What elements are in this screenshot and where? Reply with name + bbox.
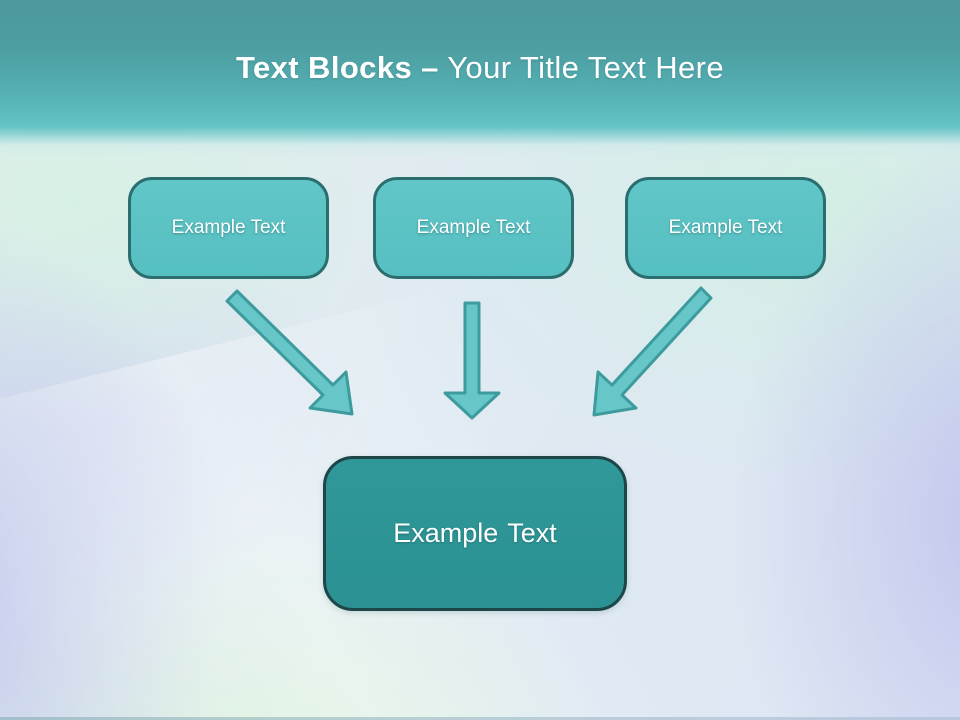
arrow-down-icon	[443, 301, 501, 420]
arrow-down-left-icon	[592, 286, 713, 417]
page-title-regular-segment: Your Title Text Here	[438, 50, 725, 85]
bottom-edge-strip	[0, 717, 960, 720]
result-text-block: Example Text	[323, 456, 627, 611]
text-block-2: Example Text	[373, 177, 574, 279]
text-block-2-label: Example Text	[416, 217, 531, 238]
page-title-bold-segment: Text Blocks –	[235, 50, 439, 85]
text-block-1-label: Example Text	[171, 217, 286, 238]
text-block-3-label: Example Text	[668, 217, 783, 238]
title-band: Text Blocks – Your Title Text Here	[0, 0, 960, 158]
arrow-down-right-icon	[225, 289, 354, 416]
result-text-block-label: Example Text	[393, 518, 557, 548]
text-block-3: Example Text	[625, 177, 826, 279]
page-title: Text Blocks – Your Title Text Here	[236, 50, 724, 86]
text-block-1: Example Text	[128, 177, 329, 279]
